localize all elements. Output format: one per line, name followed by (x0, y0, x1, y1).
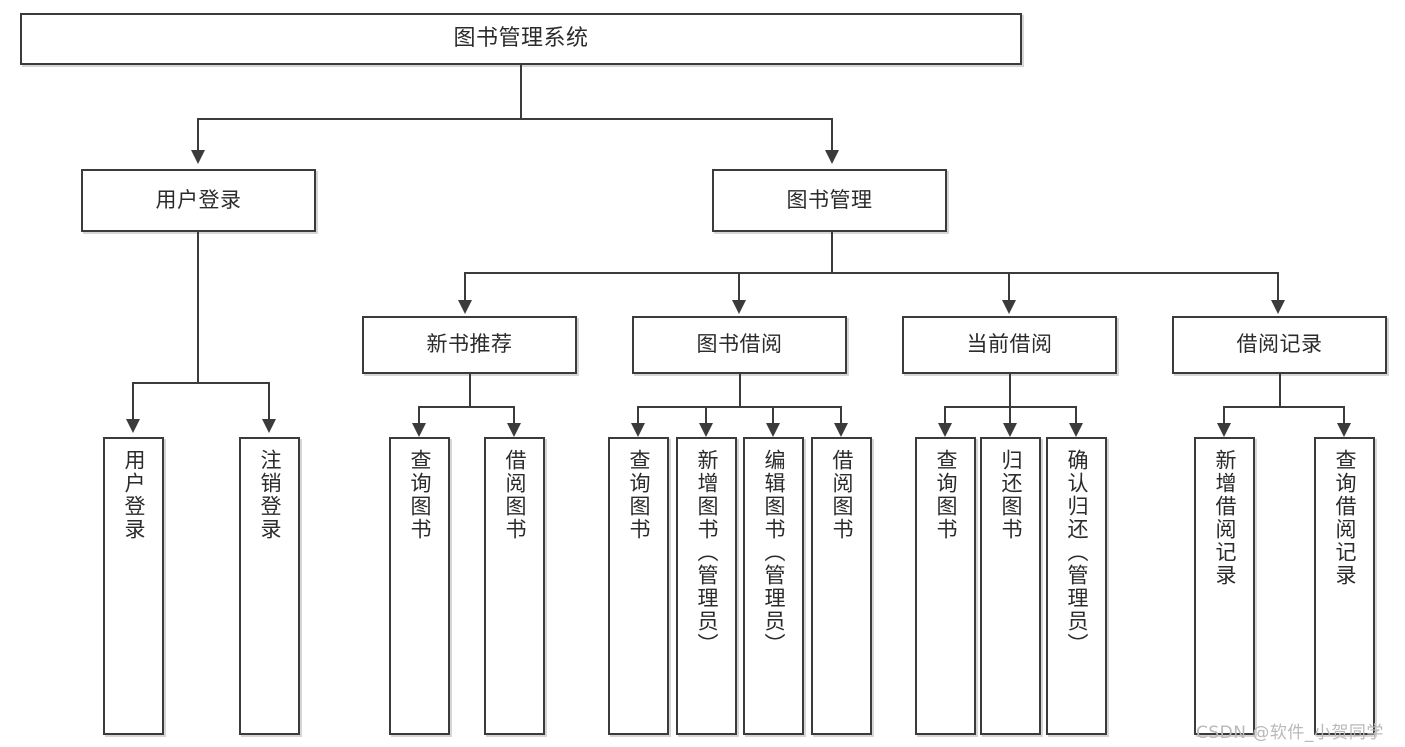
arrowhead-book-management (825, 150, 839, 164)
connector-cb-drop-3 (1075, 406, 1077, 426)
node-new-book-recommend[interactable]: 新书推荐 (362, 316, 577, 374)
connector-bb-drop-1 (637, 406, 639, 426)
arrowhead-bb-leaf-1 (631, 423, 645, 437)
leaf-bb-query-book[interactable]: 查询图书 (608, 437, 669, 735)
leaf-cb-return-book[interactable]: 归还图书 (980, 437, 1041, 735)
node-label: 借阅记录 (1236, 332, 1323, 357)
arrowhead-cb-leaf-3 (1069, 423, 1083, 437)
connector-user-login-drop-2 (268, 382, 270, 420)
connector-nbr-bus (418, 406, 514, 408)
node-book-management[interactable]: 图书管理 (712, 169, 947, 232)
connector-bm-drop-2 (738, 272, 740, 301)
connector-br-stem (1279, 374, 1281, 406)
connector-root-to-book-management (831, 118, 833, 151)
node-label: 确认归还（管理员） (1065, 449, 1089, 656)
connector-bm-drop-1 (464, 272, 466, 301)
connector-bb-drop-4 (840, 406, 842, 426)
node-label: 注销登录 (258, 449, 282, 541)
node-label: 新增借阅记录 (1213, 449, 1237, 587)
node-book-borrow[interactable]: 图书借阅 (632, 316, 847, 374)
connector-nbr-drop-2 (513, 406, 515, 426)
connector-bb-drop-3 (772, 406, 774, 426)
node-label: 查询图书 (934, 449, 958, 541)
arrowhead-nbr-leaf-1 (412, 423, 426, 437)
connector-book-management-bus (464, 272, 1279, 274)
leaf-cb-confirm-return-admin[interactable]: 确认归还（管理员） (1046, 437, 1107, 735)
node-borrow-record[interactable]: 借阅记录 (1172, 316, 1387, 374)
node-label: 编辑图书（管理员） (762, 449, 786, 656)
arrowhead-new-book-recommend (458, 300, 472, 314)
connector-bb-bus (637, 406, 842, 408)
arrowhead-nbr-leaf-2 (507, 423, 521, 437)
node-label: 新增图书（管理员） (695, 449, 719, 656)
leaf-user-login-logout[interactable]: 注销登录 (239, 437, 300, 735)
node-label: 用户登录 (155, 187, 242, 212)
arrowhead-user-login (191, 150, 205, 164)
arrowhead-bb-leaf-4 (834, 423, 848, 437)
arrowhead-borrow-record (1271, 300, 1285, 314)
node-label: 图书管理 (786, 187, 873, 212)
node-label: 查询借阅记录 (1333, 449, 1357, 587)
csdn-watermark: CSDN @软件_小贺同学 (1196, 723, 1384, 743)
node-label: 查询图书 (408, 449, 432, 541)
connector-br-drop-2 (1343, 406, 1345, 426)
leaf-cb-query-book[interactable]: 查询图书 (915, 437, 976, 735)
node-label: 新书推荐 (426, 332, 513, 357)
leaf-nbr-borrow-book[interactable]: 借阅图书 (484, 437, 545, 735)
leaf-nbr-query-book[interactable]: 查询图书 (389, 437, 450, 735)
arrowhead-bb-leaf-2 (699, 423, 713, 437)
node-label: 当前借阅 (966, 332, 1053, 357)
leaf-br-add-record[interactable]: 新增借阅记录 (1194, 437, 1255, 735)
connector-nbr-stem (469, 374, 471, 406)
node-label: 借阅图书 (830, 449, 854, 541)
arrowhead-current-borrow (1002, 300, 1016, 314)
arrowhead-book-borrow (732, 300, 746, 314)
arrowhead-bb-leaf-3 (766, 423, 780, 437)
connector-root-bus (197, 118, 833, 120)
connector-book-management-stem (831, 232, 833, 272)
connector-bm-drop-4 (1277, 272, 1279, 301)
connector-root-stem (520, 65, 522, 118)
connector-cb-drop-1 (944, 406, 946, 426)
connector-cb-drop-2 (1009, 406, 1011, 426)
connector-bm-drop-3 (1008, 272, 1010, 301)
arrowhead-leaf-user-login-1 (126, 419, 140, 433)
connector-bb-drop-2 (705, 406, 707, 426)
arrowhead-cb-leaf-2 (1003, 423, 1017, 437)
leaf-bb-borrow-book[interactable]: 借阅图书 (811, 437, 872, 735)
connector-user-login-drop-1 (132, 382, 134, 420)
node-user-login[interactable]: 用户登录 (81, 169, 316, 232)
leaf-bb-add-book-admin[interactable]: 新增图书（管理员） (676, 437, 737, 735)
leaf-bb-edit-book-admin[interactable]: 编辑图书（管理员） (743, 437, 804, 735)
connector-user-login-stem (197, 232, 199, 382)
connector-cb-stem (1009, 374, 1011, 406)
node-label: 图书管理系统 (453, 25, 589, 51)
connector-br-bus (1223, 406, 1345, 408)
node-label: 用户登录 (122, 449, 146, 541)
leaf-user-login-login[interactable]: 用户登录 (103, 437, 164, 735)
arrowhead-br-leaf-1 (1217, 423, 1231, 437)
leaf-br-query-record[interactable]: 查询借阅记录 (1314, 437, 1375, 735)
connector-user-login-bus (132, 382, 270, 384)
connector-root-to-user-login (197, 118, 199, 151)
arrowhead-leaf-user-login-2 (262, 419, 276, 433)
node-label: 借阅图书 (503, 449, 527, 541)
arrowhead-br-leaf-2 (1337, 423, 1351, 437)
node-root-book-management-system[interactable]: 图书管理系统 (20, 13, 1022, 65)
node-label: 归还图书 (999, 449, 1023, 541)
arrowhead-cb-leaf-1 (938, 423, 952, 437)
connector-br-drop-1 (1223, 406, 1225, 426)
node-label: 查询图书 (627, 449, 651, 541)
connector-nbr-drop-1 (418, 406, 420, 426)
node-current-borrow[interactable]: 当前借阅 (902, 316, 1117, 374)
connector-bb-stem (739, 374, 741, 406)
node-label: 图书借阅 (696, 332, 783, 357)
